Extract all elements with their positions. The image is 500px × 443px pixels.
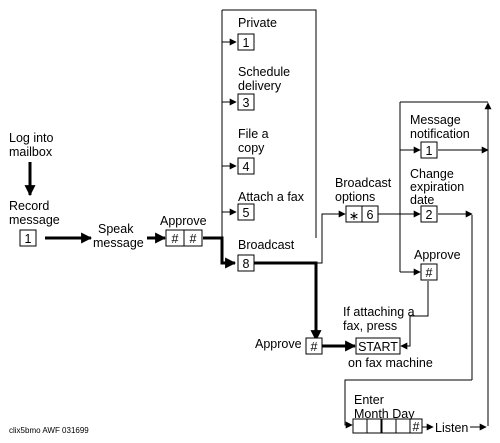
log-into-mailbox-label: Log into mailbox (9, 131, 54, 159)
speak-message-label: Speak message (93, 222, 144, 250)
schedule-key: 3 (237, 93, 255, 111)
notification-key: 1 (420, 141, 438, 159)
broadcast-options-line2: options (335, 190, 375, 204)
enter-month-day-label: Enter Month Day (354, 393, 415, 421)
file-a-copy-label: File a copy (238, 127, 269, 155)
arrow-broadcast-to-options (254, 210, 346, 264)
footer-code: clix5bmo AWF 031699 (9, 426, 89, 435)
approve-key-1-label: # (172, 232, 179, 246)
broadcast-option-keys: ∗ 6 (345, 205, 379, 223)
approve-bottom-key: # (305, 337, 323, 355)
file-line2: copy (238, 141, 265, 155)
approve-top-label: Approve (160, 214, 207, 228)
arrow-approve-right-to-start (400, 281, 429, 350)
speak-line1: Speak (98, 222, 134, 236)
six-key-label: 6 (367, 208, 374, 222)
approve-keys-top: # # (165, 229, 203, 247)
notification-key-label: 1 (426, 144, 433, 158)
attach-fax-label: Attach a fax (238, 190, 305, 204)
file-key-label: 4 (243, 160, 250, 174)
expiration-key-label: 2 (426, 208, 433, 222)
fax-key-label: 5 (243, 206, 250, 220)
schedule-key-label: 3 (243, 96, 250, 110)
notification-line2: notification (410, 127, 470, 141)
expiration-line3: date (410, 193, 434, 207)
schedule-line2: delivery (238, 79, 282, 93)
approve-key-2-label: # (190, 232, 197, 246)
private-label: Private (238, 16, 277, 30)
month-digit-1 (352, 418, 368, 434)
broadcast-key: 8 (237, 254, 255, 272)
attaching-line2: fax, press (343, 319, 397, 333)
approve-bottom-key-label: # (311, 340, 318, 354)
if-attaching-fax-label: If attaching a fax, press (343, 305, 415, 333)
record-key: 1 (19, 229, 37, 247)
on-fax-machine-label: on fax machine (348, 356, 433, 370)
day-digit-1 (381, 418, 397, 434)
broadcast-label: Broadcast (238, 238, 295, 252)
speak-line2: message (93, 236, 144, 250)
schedule-line1: Schedule (238, 65, 290, 79)
date-hash-box (409, 418, 423, 434)
record-key-label: 1 (25, 232, 32, 246)
notification-line1: Message (410, 113, 461, 127)
change-expiration-label: Change expiration date (410, 167, 464, 207)
start-key: START (355, 337, 401, 355)
attaching-line1: If attaching a (343, 305, 415, 319)
path-approve-to-broadcast (203, 236, 237, 269)
record-line1: Record (9, 199, 49, 213)
message-notification-label: Message notification (410, 113, 470, 141)
approve-right-label: Approve (414, 248, 461, 262)
record-message-label: Record message (9, 199, 60, 227)
connectors (24, 9, 492, 431)
date-hash-label: # (413, 420, 420, 434)
approve-right-key-label: # (426, 266, 433, 280)
start-key-label: START (358, 340, 398, 354)
approve-bottom-label: Approve (255, 337, 302, 351)
record-line2: message (9, 213, 60, 227)
private-key-label: 1 (243, 36, 250, 50)
expiration-line1: Change (410, 167, 454, 181)
date-entry-keys: # (352, 418, 423, 434)
log-into-line1: Log into (9, 131, 54, 145)
broadcast-key-label: 8 (243, 257, 250, 271)
broadcast-options-line1: Broadcast (335, 176, 392, 190)
expiration-line2: expiration (410, 180, 464, 194)
month-digit-2 (366, 418, 382, 434)
log-into-line2: mailbox (9, 145, 53, 159)
fax-key: 5 (237, 203, 255, 221)
enter-line1: Enter (354, 393, 384, 407)
file-key: 4 (237, 157, 255, 175)
approve-right-key: # (420, 263, 438, 281)
star-key-label: ∗ (349, 209, 359, 223)
enter-line2: Month Day (354, 407, 415, 421)
day-digit-2 (395, 418, 411, 434)
listen-label: Listen (435, 421, 468, 435)
schedule-delivery-label: Schedule delivery (238, 65, 290, 93)
private-key: 1 (237, 33, 255, 51)
broadcast-options-label: Broadcast options (335, 176, 392, 204)
path-to-enter-date (344, 379, 472, 429)
file-line1: File a (238, 127, 269, 141)
path-broadcast-to-approve (254, 261, 322, 342)
options-loop-top (222, 9, 317, 238)
expiration-key: 2 (420, 205, 438, 223)
